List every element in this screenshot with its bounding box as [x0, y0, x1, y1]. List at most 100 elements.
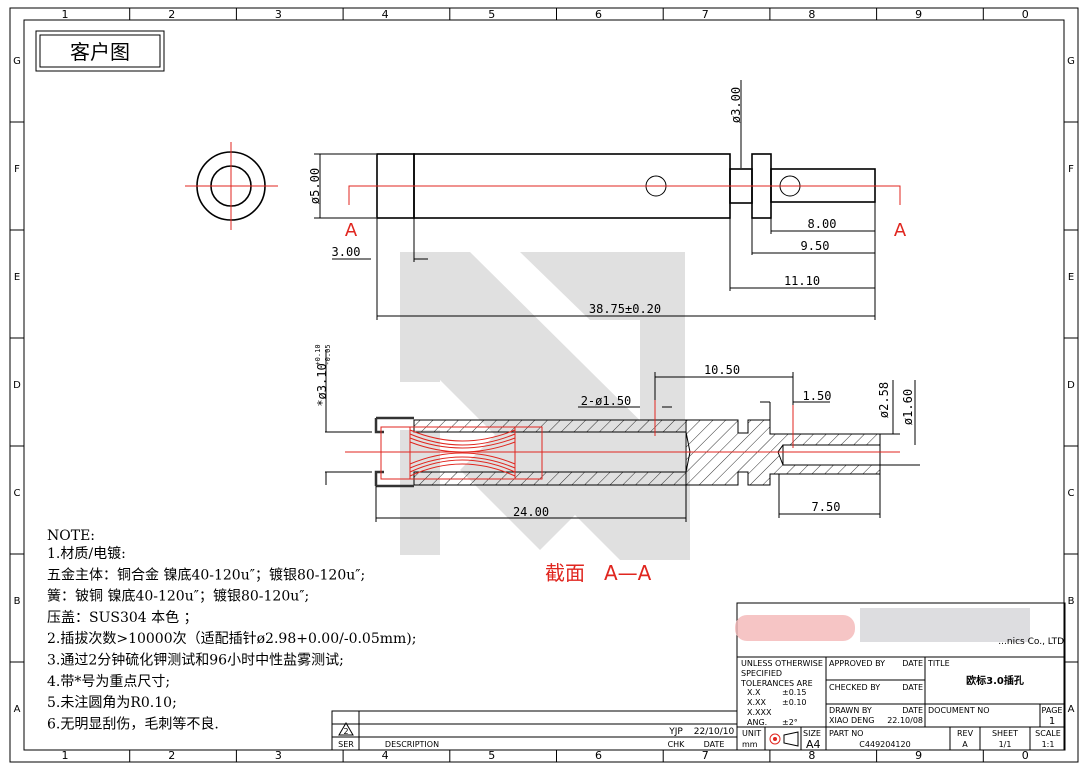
- row-marker-right: B: [1068, 596, 1075, 607]
- column-marker-top: 7: [702, 8, 709, 21]
- part-no-value: C449204120: [859, 740, 910, 749]
- header-date: DATE: [704, 740, 725, 749]
- unit-value: mm: [742, 740, 758, 749]
- row-marker-left: C: [14, 488, 21, 499]
- tolerance-heading: UNLESS OTHERWISE: [741, 659, 823, 668]
- section-mark-right: A: [894, 220, 907, 241]
- checked-by-label: CHECKED BY: [829, 683, 880, 692]
- column-marker-top: 1: [62, 8, 69, 21]
- column-marker-bottom: 7: [702, 749, 709, 762]
- column-marker-top: 4: [382, 8, 389, 21]
- column-marker-bottom: 3: [275, 749, 282, 762]
- row-marker-right: F: [1068, 164, 1074, 175]
- drawing-title: 欧标3.0插孔: [966, 674, 1024, 687]
- tolerance-label: X.XX: [747, 698, 767, 707]
- revision-checker: YJP: [668, 727, 683, 737]
- column-marker-bottom: 4: [382, 749, 389, 762]
- header-description: DESCRIPTION: [385, 740, 439, 749]
- dim-pin-length: 8.00: [808, 217, 837, 231]
- drawn-by-label: DRAWN BY: [829, 706, 872, 715]
- row-marker-right: G: [1067, 56, 1075, 67]
- note-line: 2.插拔次数>10000次（适配插针ø2.98+0.00/-0.05mm);: [47, 631, 416, 647]
- row-marker-left: G: [13, 56, 21, 67]
- revision-date: 22/10/10: [694, 727, 735, 737]
- approved-by-label: APPROVED BY: [829, 659, 885, 668]
- notes-heading: NOTE:: [47, 528, 95, 544]
- sheet-label: SHEET: [992, 729, 1018, 738]
- column-marker-top: 9: [915, 8, 922, 21]
- date-label: DATE: [902, 659, 923, 668]
- tolerance-heading: SPECIFIED: [741, 669, 782, 678]
- section-view: *ø3.10 +0.10 -0.05 2-ø1.50 10.50 1.50 ø2…: [314, 344, 920, 585]
- scale-label: SCALE: [1035, 729, 1061, 738]
- dim-groove: 1.50: [803, 389, 832, 403]
- section-caption-mark: A—A: [604, 561, 652, 585]
- tolerance-value: ±2°: [782, 718, 798, 727]
- cover-cap: [374, 416, 414, 488]
- dim-tol-plus: +0.10: [314, 344, 322, 365]
- side-view: A A ø5.00 ø3.00 3.00 8.00 9.50 11.10 38.…: [308, 80, 907, 320]
- scale-value: 1:1: [1042, 740, 1055, 749]
- column-marker-top: 8: [808, 8, 815, 21]
- tolerance-label: X.X: [747, 688, 761, 697]
- dim-hole-offset: 10.50: [704, 363, 740, 377]
- dim-key-diameter: *ø3.10: [315, 363, 329, 406]
- dim-neck-diameter: ø3.00: [729, 87, 743, 123]
- column-marker-bottom: 6: [595, 749, 602, 762]
- note-line: 五金主体：铜合金 镍底40-120u″；镀银80-120u″;: [47, 566, 365, 583]
- dim-cap-length: 3.00: [332, 245, 361, 259]
- sheet-value: 1/1: [999, 740, 1012, 749]
- dim-socket-length: 24.00: [513, 505, 549, 519]
- row-marker-right: A: [1068, 704, 1075, 715]
- column-marker-top: 0: [1022, 8, 1029, 21]
- tolerance-value: ±0.10: [782, 698, 807, 707]
- rev-value: A: [962, 740, 968, 749]
- tolerance-label: ANG.: [747, 718, 767, 727]
- note-line: 簧：铍铜 镍底40-120u″；镀银80-120u″;: [47, 588, 309, 605]
- spring: [380, 426, 543, 480]
- note-line: 3.通过2分钟硫化钾测试和96小时中性盐雾测试;: [47, 652, 344, 669]
- row-marker-right: E: [1068, 272, 1074, 283]
- row-marker-left: F: [14, 164, 20, 175]
- row-marker-left: B: [14, 596, 21, 607]
- projection-symbol-icon: [769, 731, 799, 747]
- column-marker-bottom: 1: [62, 749, 69, 762]
- tolerance-heading: TOLERANCES ARE: [740, 679, 813, 688]
- rev-label: REV: [957, 729, 974, 738]
- section-caption-label: 截面: [545, 561, 585, 585]
- dim-flange-pin-length: 9.50: [801, 239, 830, 253]
- row-marker-left: D: [13, 380, 21, 391]
- company-name: ...nics Co., LTD: [998, 637, 1064, 647]
- header-ser: SER: [338, 740, 354, 749]
- row-marker-left: A: [14, 704, 21, 715]
- column-marker-top: 2: [168, 8, 175, 21]
- column-marker-bottom: 0: [1022, 749, 1029, 762]
- row-marker-left: E: [14, 272, 20, 283]
- title-label: TITLE: [927, 659, 950, 668]
- note-line: 压盖：SUS304 本色 ；: [47, 609, 198, 626]
- column-marker-bottom: 9: [915, 749, 922, 762]
- unit-label: UNIT: [742, 729, 761, 738]
- dim-holes: 2-ø1.50: [581, 394, 632, 408]
- notes: NOTE: 1.材质/电镀:五金主体：铜合金 镍底40-120u″；镀银80-1…: [47, 528, 416, 732]
- header-chk: CHK: [668, 740, 686, 749]
- column-marker-bottom: 2: [168, 749, 175, 762]
- page-value: 1: [1049, 716, 1055, 727]
- dim-tol-minus: -0.05: [324, 344, 332, 365]
- column-marker-top: 3: [275, 8, 282, 21]
- dim-overall-length: 38.75±0.20: [589, 302, 661, 316]
- end-view: [185, 142, 278, 230]
- section-line-a-a: [348, 185, 901, 205]
- tolerance-value: ±0.15: [782, 688, 807, 697]
- document-no-label: DOCUMENT NO: [928, 706, 990, 715]
- note-line: 4.带*号为重点尺寸;: [47, 674, 170, 690]
- size-label: SIZE: [803, 729, 821, 738]
- row-marker-right: C: [1068, 488, 1075, 499]
- tolerance-label: X.XXX: [747, 708, 772, 717]
- note-line: 5.未注圆角为R0.10;: [47, 695, 177, 711]
- title-block: ...nics Co., LTD UNLESS OTHERWISE SPECIF…: [735, 602, 1066, 751]
- dim-tail-outer-diameter: ø2.58: [877, 382, 891, 418]
- column-marker-bottom: 5: [488, 749, 495, 762]
- drawn-by-name: XIAO DENG: [829, 716, 874, 725]
